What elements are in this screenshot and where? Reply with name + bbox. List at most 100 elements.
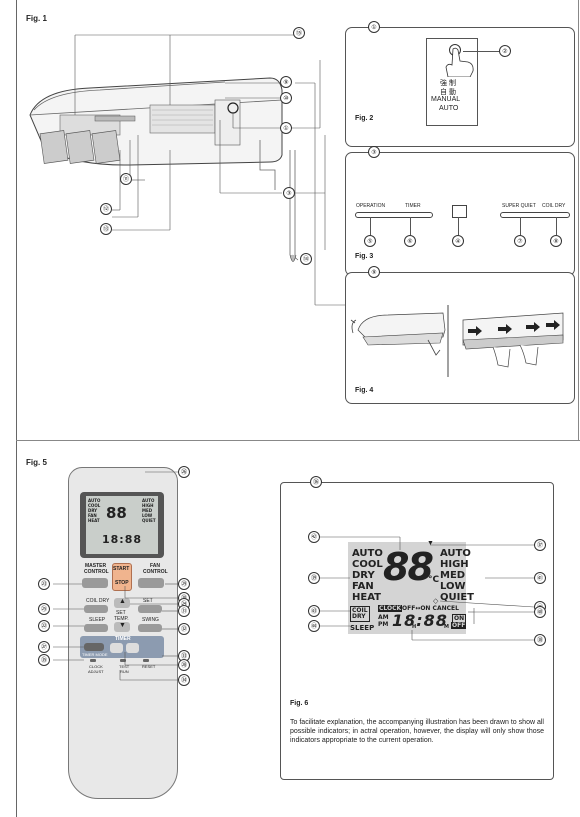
callout-29: ㉙ [178,578,190,590]
set-label: SET [143,598,153,604]
callout-1: ① [280,122,292,134]
fig6-fan-med: MED [440,570,466,581]
callout-32: ㉜ [178,623,190,635]
fig6-fan-auto: AUTO [440,548,471,559]
temp-down-icon: ▼ [119,622,126,629]
remote-lcd-fan-quiet: QUIET [142,518,156,523]
remote-lcd-mode-auto: AUTO [88,498,101,503]
fig6-mode-list: AUTO COOL DRY FAN HEAT [352,548,383,603]
fan-control-button[interactable] [138,578,164,588]
fig2-button-text-1: 強 制 [440,80,456,87]
fig6-h: H [412,624,417,630]
timer-label: TIMER [115,636,131,642]
remote-lcd-temp: 88 [106,504,127,522]
fig6-mode-auto: AUTO [352,548,383,559]
fig2-button-text-3: MANUAL [431,96,461,103]
stop-label: STOP [115,580,129,586]
line-8 [556,217,557,235]
fig3-callout-8: ⑧ [550,235,562,247]
fig6-clock: CLOCK [378,605,403,612]
lamp-operation-timer-bar [355,212,433,218]
master-control-label-1: MASTER [85,563,107,569]
test-run-label-1: TEST [119,664,130,669]
fig6-callout-38: ㊳ [534,634,546,646]
fig6-pm: PM [378,621,389,628]
remote-lcd-fan-med: MED [142,508,153,513]
line-6 [410,217,411,235]
swing-button[interactable] [138,624,162,632]
swing-label: SWING [142,617,159,623]
timer-mode-button[interactable] [84,643,104,651]
fig6-temp: 88 [383,545,434,589]
fig6-triangle-icon: ▼ [427,540,434,547]
fig6-coil-label: COIL [352,607,368,614]
set-button[interactable] [138,605,162,613]
fig6-callout-41: ㊶ [534,572,546,584]
sleep-label: SLEEP [89,617,106,623]
remote-lcd-mode-fan: FAN [88,513,97,518]
timer-up-button[interactable] [126,643,139,653]
fig2-callout-2: ② [499,45,511,57]
callout-31: ㉛ [178,605,190,617]
fig6-am: AM [378,614,389,621]
fig1-title: Fig. 1 [26,14,47,23]
clock-adjust-button[interactable] [90,659,96,662]
fig2-button-text-2: 自 動 [440,89,456,96]
fig6-mode-heat: HEAT [352,592,381,603]
master-control-button[interactable] [82,578,108,588]
remote-lcd-fan-high: HIGH [142,503,154,508]
start-stop-button[interactable] [112,563,132,591]
fig2-button-text-4: AUTO [439,105,459,112]
master-control-label-2: CONTROL [84,569,109,575]
callout-10: ⑩ [280,92,292,104]
set-temp-label-2: TEMP. [114,616,129,622]
fig6-fan-low: LOW [440,581,466,592]
fig3-callout-7: ⑦ [514,235,526,247]
start-label: START [113,566,130,572]
remote-lcd-time: 18:88 [101,533,142,546]
callout-34: ㉞ [178,674,190,686]
fig6-sleep: SLEEP [350,624,375,632]
fig5-title: Fig. 5 [26,458,47,467]
temp-up-button[interactable] [114,598,130,608]
fan-control-label-2: CONTROL [143,569,168,575]
temp-down-button[interactable] [114,622,130,632]
section-divider [16,440,580,441]
coil-dry-button[interactable] [84,605,108,613]
remote-lcd [86,496,158,554]
fig3-callout-3: ③ [368,146,380,158]
fig6-fan-high: HIGH [440,559,469,570]
fig3-panel [345,152,575,276]
fig2-title: Fig. 2 [355,115,374,122]
fig3-callout-5: ⑤ [364,235,376,247]
line-to-2 [463,51,500,52]
callout-11: ⑪ [120,173,132,185]
test-run-button[interactable] [120,659,126,662]
callout-13: ⑬ [100,223,112,235]
remote-lcd-fan-low: LOW [142,513,153,518]
receiver-window [452,205,467,218]
line-4 [458,217,459,235]
line-7 [520,217,521,235]
callout-14: ⑭ [300,253,312,265]
sleep-button[interactable] [84,624,108,632]
fig3-callout-4: ④ [452,235,464,247]
lamp-operation-label: OPERATION [356,203,386,209]
timer-mode-label: TIMER MODE [82,652,108,657]
fig2-callout-1: ① [368,21,380,33]
reset-button[interactable] [143,659,149,662]
reset-label: RESET [142,664,156,669]
remote-lcd-mode-dry: DRY [88,508,98,513]
fig6-callout-44: ㊹ [308,620,320,632]
callout-15: ⑮ [293,27,305,39]
test-run-label-2: RUN [120,669,129,674]
fig6-lcd-panel [348,542,466,634]
callout-28: ㉘ [178,659,190,671]
fig6-off: OFF [451,622,467,629]
set-temp-label-1: SET [116,610,126,616]
fig1-indoor-unit-illustration [29,34,345,306]
fig6-callout-43: ㊸ [308,605,320,617]
callout-35: ㉟ [38,654,50,666]
timer-down-button[interactable] [110,643,123,653]
fan-control-label-1: FAN [150,563,160,569]
